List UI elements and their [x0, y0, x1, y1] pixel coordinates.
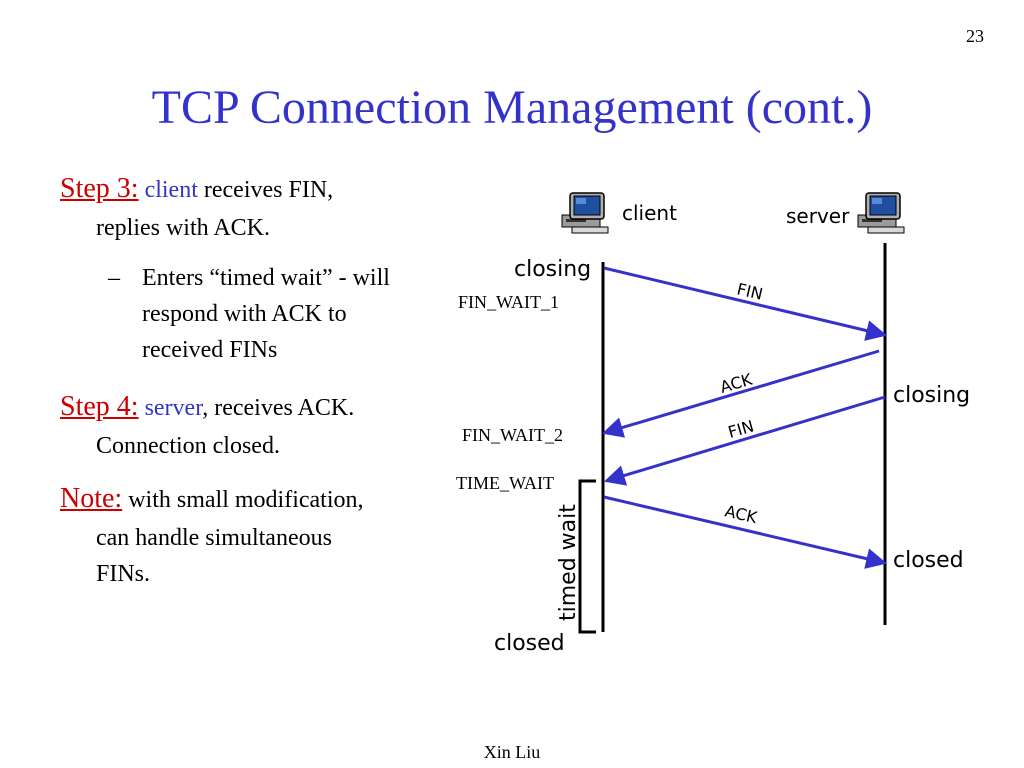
step4-keyword: server: [144, 395, 203, 421]
bullet-step3: Step 3: client receives FIN, replies wit…: [60, 168, 450, 246]
step4-text-line2: Connection closed.: [96, 433, 280, 459]
ack-label-2: ACK: [723, 501, 759, 527]
note-label: Note:: [60, 483, 123, 514]
client-label: client: [622, 201, 677, 225]
sub-bullet-dash: –: [108, 265, 120, 291]
step4-text-line1: , receives ACK.: [202, 395, 355, 421]
step3-text-line1: receives FIN,: [197, 177, 334, 203]
sub-bullet-line3: received FINs: [142, 337, 278, 363]
step3-text-line2: replies with ACK.: [96, 215, 270, 241]
ack-arrow-2: [603, 495, 888, 569]
ack-arrow-1: [601, 349, 880, 438]
step3-label: Step 3:: [60, 173, 139, 204]
timed-wait-bracket: [578, 479, 596, 634]
fin-arrow-1: [603, 266, 888, 341]
client-state-fin-wait-1: FIN_WAIT_1: [458, 292, 559, 312]
slide-number: 23: [966, 26, 984, 46]
step3-keyword: client: [144, 177, 198, 203]
sub-bullet-line2: respond with ACK to: [142, 301, 347, 327]
server-state-closing: closing: [893, 383, 970, 408]
server-label: server: [786, 204, 850, 228]
client-state-closed: closed: [494, 631, 565, 656]
ack-label-1: ACK: [718, 370, 755, 397]
sub-bullet-line1: Enters “timed wait” - will: [142, 265, 390, 291]
server-computer-icon: [857, 192, 905, 234]
note-text-line2: can handle simultaneous: [96, 525, 332, 551]
bullet-list: Step 3: client receives FIN, replies wit…: [60, 168, 450, 606]
slide-title: TCP Connection Management (cont.): [151, 81, 873, 134]
server-state-closed: closed: [893, 548, 964, 573]
note-text-line3: FINs.: [96, 561, 151, 587]
bullet-step4: Step 4: server, receives ACK. Connection…: [60, 386, 450, 464]
step4-label: Step 4:: [60, 391, 139, 422]
client-state-closing: closing: [514, 257, 591, 282]
sub-bullet-timed-wait: –Enters “timed wait” - will respond with…: [108, 260, 450, 368]
client-state-fin-wait-2: FIN_WAIT_2: [462, 425, 563, 445]
client-state-time-wait: TIME_WAIT: [456, 473, 554, 493]
fin-arrow-2: [603, 395, 886, 486]
client-computer-icon: [561, 192, 609, 234]
note-text-line1: with small modification,: [122, 487, 364, 513]
timed-wait-label: timed wait: [556, 504, 581, 621]
footer-author: Xin Liu: [483, 742, 541, 762]
bullet-note: Note: with small modification, can handl…: [60, 478, 450, 592]
